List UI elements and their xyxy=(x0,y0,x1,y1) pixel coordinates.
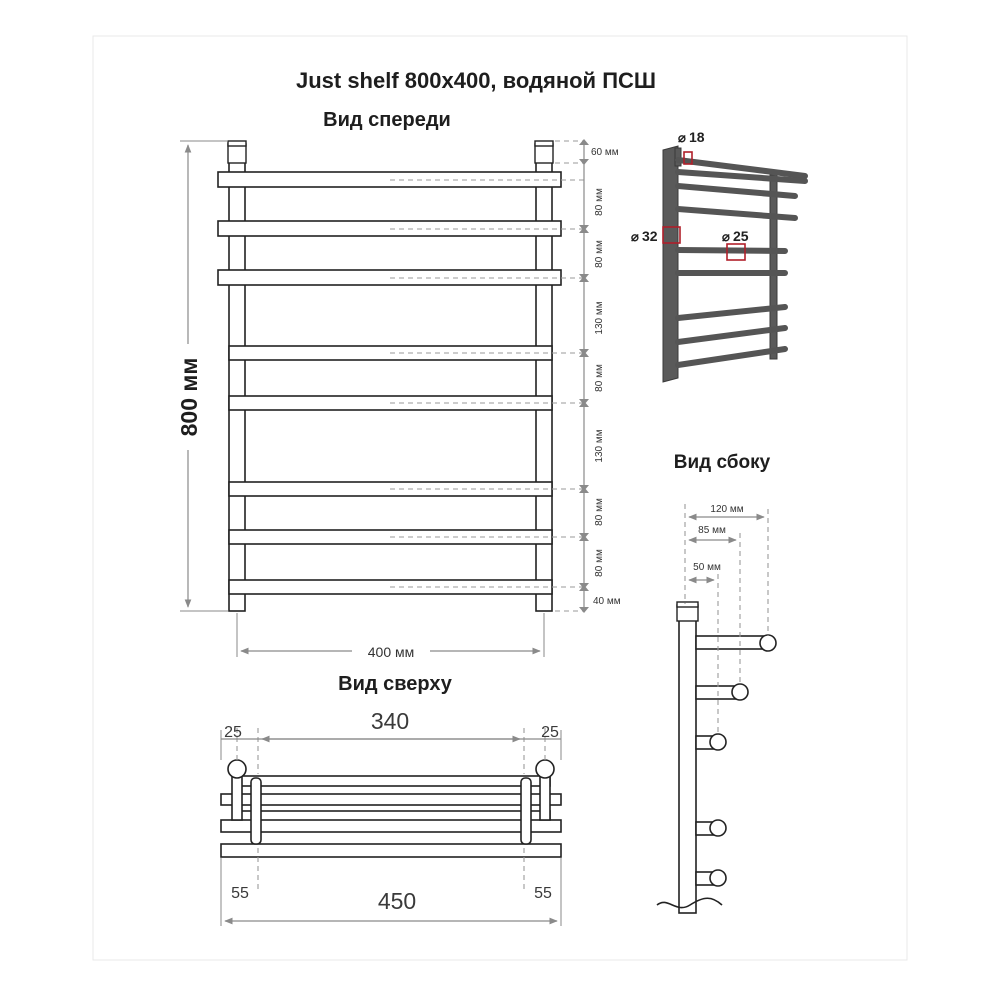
iso-main-rail xyxy=(662,145,679,383)
top-label-25-right: 25 xyxy=(541,724,559,741)
sheet-frame xyxy=(92,35,908,961)
side-view-heading: Вид сбоку xyxy=(674,452,771,473)
iso-d32-diameter-symbol: ⌀ xyxy=(631,229,639,244)
top-label-25-left: 25 xyxy=(224,724,242,741)
side-arm-2-end xyxy=(731,683,749,701)
side-label-120: 120 мм xyxy=(710,504,743,515)
spacing-label-1: 80 мм xyxy=(594,188,605,216)
side-top-fitting-ring xyxy=(676,601,699,608)
top-view: Вид сверху 340 25 25 450 xyxy=(220,673,562,926)
top-bar-4 xyxy=(220,819,562,833)
top-bar-5 xyxy=(220,843,562,858)
spacing-label-0: 60 мм xyxy=(591,147,619,158)
iso-d25-label: 25 xyxy=(733,228,749,244)
iso-bar-4 xyxy=(675,247,788,254)
front-left-fitting xyxy=(227,143,247,164)
height-label: 800 мм xyxy=(176,358,202,437)
iso-top-fitting xyxy=(674,147,682,167)
iso-bar-2 xyxy=(675,183,798,199)
iso-bar-top-a xyxy=(675,157,808,179)
top-label-340: 340 xyxy=(371,708,409,734)
side-break-line xyxy=(656,897,723,909)
spacing-label-3: 130 мм xyxy=(594,301,605,334)
side-arm-4-end xyxy=(709,819,727,837)
bottom-label-55-right: 55 xyxy=(534,885,552,902)
iso-d18-diameter-symbol: ⌀ xyxy=(678,130,686,145)
iso-bar-6 xyxy=(675,304,788,321)
top-right-support-outer xyxy=(520,777,532,845)
iso-bar-3 xyxy=(675,206,798,221)
top-bar-2 xyxy=(220,793,562,806)
drawing-title: Just shelf 800x400, водяной ПСШ xyxy=(296,68,656,93)
top-right-fitting xyxy=(535,759,555,779)
iso-d32-highlight xyxy=(662,226,681,244)
spacing-label-4: 80 мм xyxy=(594,364,605,392)
side-label-50: 50 мм xyxy=(693,562,721,573)
front-view: Вид спереди xyxy=(176,109,621,660)
side-rail xyxy=(678,619,697,914)
side-view: Вид сбоку 120 мм 85 мм 50 мм xyxy=(656,452,777,914)
iso-d25-diameter-symbol: ⌀ xyxy=(722,229,730,244)
spacing-label-8: 40 мм xyxy=(593,596,621,607)
side-arm-1-end xyxy=(759,634,777,652)
width-label: 400 мм xyxy=(368,644,415,660)
width-label-bg xyxy=(352,640,430,660)
spacing-label-5: 130 мм xyxy=(594,429,605,462)
iso-d25-highlight xyxy=(726,243,746,261)
iso-bar-top-b xyxy=(675,169,808,184)
iso-d18-highlight xyxy=(683,151,693,165)
side-label-85: 85 мм xyxy=(698,525,726,536)
iso-d18-label: 18 xyxy=(689,129,705,145)
iso-d32-label: 32 xyxy=(642,228,658,244)
spacing-ticks xyxy=(579,139,589,613)
iso-view: ⌀ 18 ⌀ 32 ⌀ 25 xyxy=(631,129,808,383)
bottom-label-450: 450 xyxy=(378,888,416,914)
front-right-fitting xyxy=(534,143,554,164)
spacing-label-6: 80 мм xyxy=(594,498,605,526)
side-arm-1 xyxy=(695,635,769,650)
front-left-fitting-ring xyxy=(227,140,247,147)
bottom-label-55-left: 55 xyxy=(231,885,249,902)
side-arm-3-end xyxy=(709,733,727,751)
top-bar-1 xyxy=(236,775,551,787)
spacing-label-7: 80 мм xyxy=(594,549,605,577)
top-left-fitting xyxy=(227,759,247,779)
top-view-heading: Вид сверху xyxy=(338,673,453,695)
front-view-heading: Вид спереди xyxy=(323,109,451,131)
iso-bar-7 xyxy=(675,325,788,345)
spacing-label-2: 80 мм xyxy=(594,240,605,268)
side-arm-5-end xyxy=(709,869,727,887)
iso-bar-8 xyxy=(675,346,788,368)
top-left-support-outer xyxy=(250,777,262,845)
front-right-fitting-ring xyxy=(534,140,554,147)
